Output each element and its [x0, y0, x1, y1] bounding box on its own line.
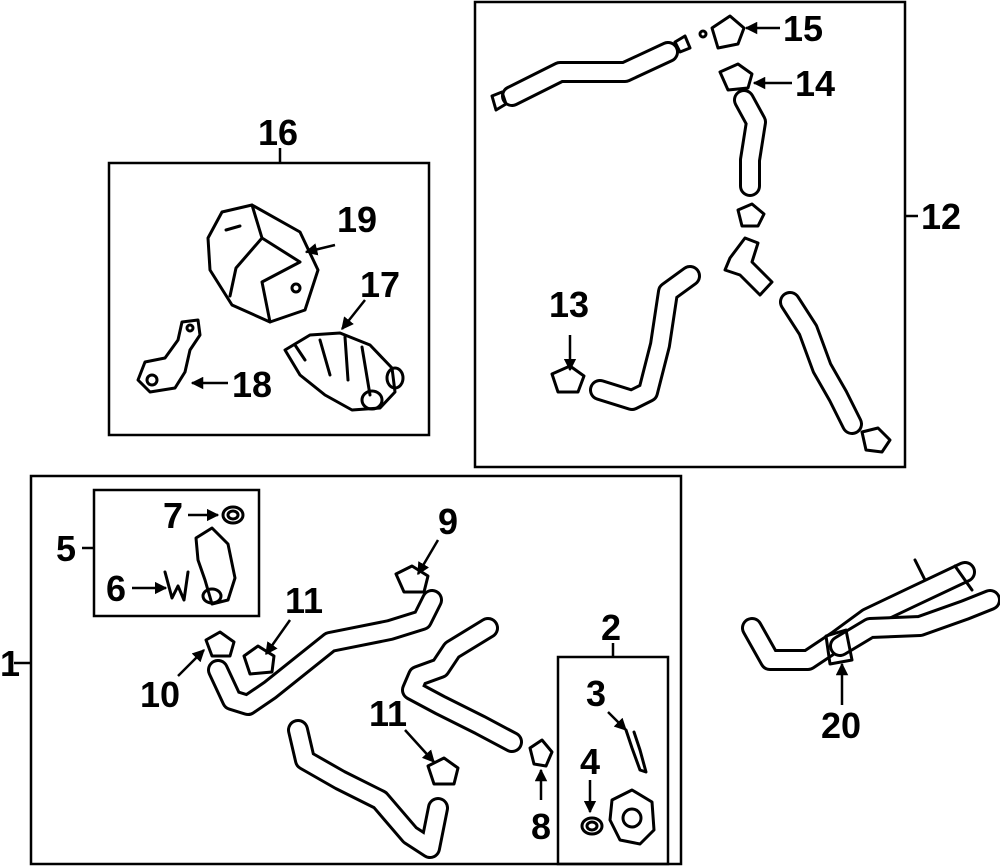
clamp-13: [550, 364, 586, 394]
leader-11a: [264, 619, 292, 656]
water-pump-17: [283, 331, 405, 412]
callout-15: 15: [783, 8, 823, 49]
group-box-1: [29, 474, 683, 866]
leader-11b: [404, 729, 435, 763]
group-box-5: [92, 488, 261, 618]
callout-1: 1: [0, 643, 20, 684]
hose-lower-c: [287, 719, 449, 859]
tee-fitting: [723, 236, 774, 297]
bracket-3: [624, 728, 648, 774]
callout-3: 3: [586, 673, 606, 714]
hose-left-branch: [589, 265, 701, 411]
callout-19: 19: [337, 199, 377, 240]
clamp-11-lower: [426, 756, 460, 786]
callout-6: 6: [106, 568, 126, 609]
o-ring-7: [221, 505, 245, 525]
callout-9: 9: [438, 501, 458, 542]
callout-2: 2: [601, 607, 621, 648]
connector-15: [698, 14, 746, 50]
group-box-16: [107, 161, 431, 437]
hose-assembly-20: [741, 558, 1000, 671]
callout-8: 8: [531, 806, 551, 847]
fitting-2: [608, 788, 656, 846]
callout-14: 14: [795, 63, 835, 104]
callout-16: 16: [258, 112, 298, 153]
hose-right-branch: [779, 291, 863, 435]
clamp-10: [204, 630, 236, 658]
callout-4: 4: [580, 741, 600, 782]
callout-5: 5: [56, 528, 76, 569]
clip-8: [528, 738, 554, 768]
callout-11-upper: 11: [285, 580, 323, 621]
motor-cover-19: [206, 203, 320, 324]
callout-7: 7: [163, 495, 183, 536]
thermostat-housing: [194, 526, 237, 606]
leader-19: [304, 243, 336, 256]
callout-17: 17: [360, 264, 400, 305]
callout-18: 18: [232, 364, 272, 405]
hose-upper-left: [501, 41, 679, 107]
clamp-9: [394, 564, 430, 594]
leader-9: [416, 539, 440, 576]
hose-upper-vertical: [733, 89, 767, 197]
clamp-11-upper: [242, 644, 276, 676]
hose-lower-a: [207, 589, 443, 716]
clip-6: [163, 570, 190, 602]
leader-17: [341, 299, 366, 330]
callout-13: 13: [549, 284, 589, 325]
leader-10: [177, 649, 205, 677]
bracket-18: [136, 318, 202, 394]
leader-3: [607, 711, 627, 731]
clamp-small-upper: [490, 34, 892, 454]
group-box-12: [473, 0, 907, 469]
callout-10: 10: [140, 674, 180, 715]
callout-20: 20: [821, 705, 861, 746]
clamp-14: [718, 62, 754, 92]
callout-12: 12: [921, 196, 961, 237]
callout-11-lower: 11: [369, 693, 407, 734]
o-ring-4: [580, 816, 604, 836]
hose-lower-b: [401, 617, 523, 753]
